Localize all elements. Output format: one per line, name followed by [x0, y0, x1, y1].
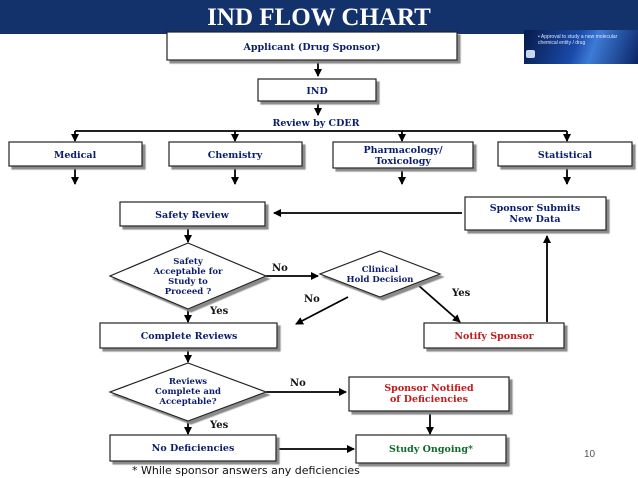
thumbnail-image: • Approval to study a new molecular chem…	[524, 30, 638, 64]
complete-reviews-label: Complete Reviews	[141, 331, 238, 342]
node-sponsor-notified	[348, 376, 510, 412]
applicant-label: Applicant (Drug Sponsor)	[243, 42, 381, 53]
edge-label-no-2: No	[304, 294, 320, 305]
chemistry-label: Chemistry	[208, 150, 263, 161]
footnote: * While sponsor answers any deficiencies	[132, 464, 360, 477]
notify-sponsor-label: Notify Sponsor	[454, 331, 534, 342]
title-bar: IND FLOW CHART	[0, 0, 638, 34]
node-safety-acceptable	[108, 242, 268, 310]
node-notify-sponsor	[423, 322, 565, 349]
node-study-ongoing	[355, 434, 507, 464]
reviews-complete-line3: Acceptable?	[158, 397, 216, 407]
edge-label-yes-3: Yes	[209, 420, 229, 431]
safety-review-label: Safety Review	[155, 210, 229, 221]
statistical-label: Statistical	[538, 150, 593, 161]
edge-label-yes-1: Yes	[209, 306, 229, 317]
slide-title: IND FLOW CHART	[207, 4, 431, 31]
node-complete-reviews	[99, 322, 278, 349]
thumbnail-logo-icon	[526, 50, 535, 58]
sponsor-notified-line2: of Deficiencies	[390, 394, 468, 405]
clinical-hold-line1: Clinical	[362, 265, 399, 275]
edge-label-yes-2: Yes	[451, 288, 471, 299]
node-clinical-hold	[318, 250, 442, 298]
reviews-complete-line1: Reviews	[169, 377, 207, 387]
node-safety-review	[119, 201, 266, 227]
node-statistical	[497, 141, 633, 167]
node-pharmacology	[332, 141, 474, 169]
safety-acceptable-line1: Safety	[173, 257, 204, 267]
safety-acceptable-line2: Acceptable for	[152, 267, 223, 277]
node-reviews-complete	[108, 362, 268, 422]
clinical-hold-line2: Hold Decision	[347, 275, 414, 285]
medical-label: Medical	[54, 150, 97, 161]
node-chemistry	[168, 141, 303, 167]
pharmacology-label-line2: Toxicology	[375, 156, 431, 167]
safety-acceptable-line3: Study to	[168, 277, 208, 287]
node-sponsor-submits	[464, 196, 607, 231]
sponsor-notified-line1: Sponsor Notified	[384, 383, 474, 394]
review-label: Review by CDER	[272, 118, 359, 129]
pharmacology-label-line1: Pharmacology/	[363, 145, 443, 156]
node-medical	[8, 141, 143, 167]
node-ind	[257, 78, 377, 102]
no-deficiencies-label: No Deficiencies	[152, 443, 235, 454]
sponsor-submits-line2: New Data	[509, 214, 560, 225]
edge-label-no-1: No	[272, 263, 288, 274]
reviews-complete-line2: Complete and	[155, 387, 221, 397]
thumbnail-text: • Approval to study a new molecular chem…	[538, 34, 618, 46]
edge-label-no-3: No	[290, 378, 306, 389]
title-band	[0, 0, 638, 34]
ind-label: IND	[306, 86, 327, 97]
page-number: 10	[584, 449, 596, 460]
node-applicant	[166, 31, 458, 61]
safety-acceptable-line4: Proceed ?	[165, 287, 211, 297]
node-no-deficiencies	[109, 434, 277, 462]
study-ongoing-label: Study Ongoing*	[389, 444, 473, 455]
sponsor-submits-line1: Sponsor Submits	[490, 203, 581, 214]
